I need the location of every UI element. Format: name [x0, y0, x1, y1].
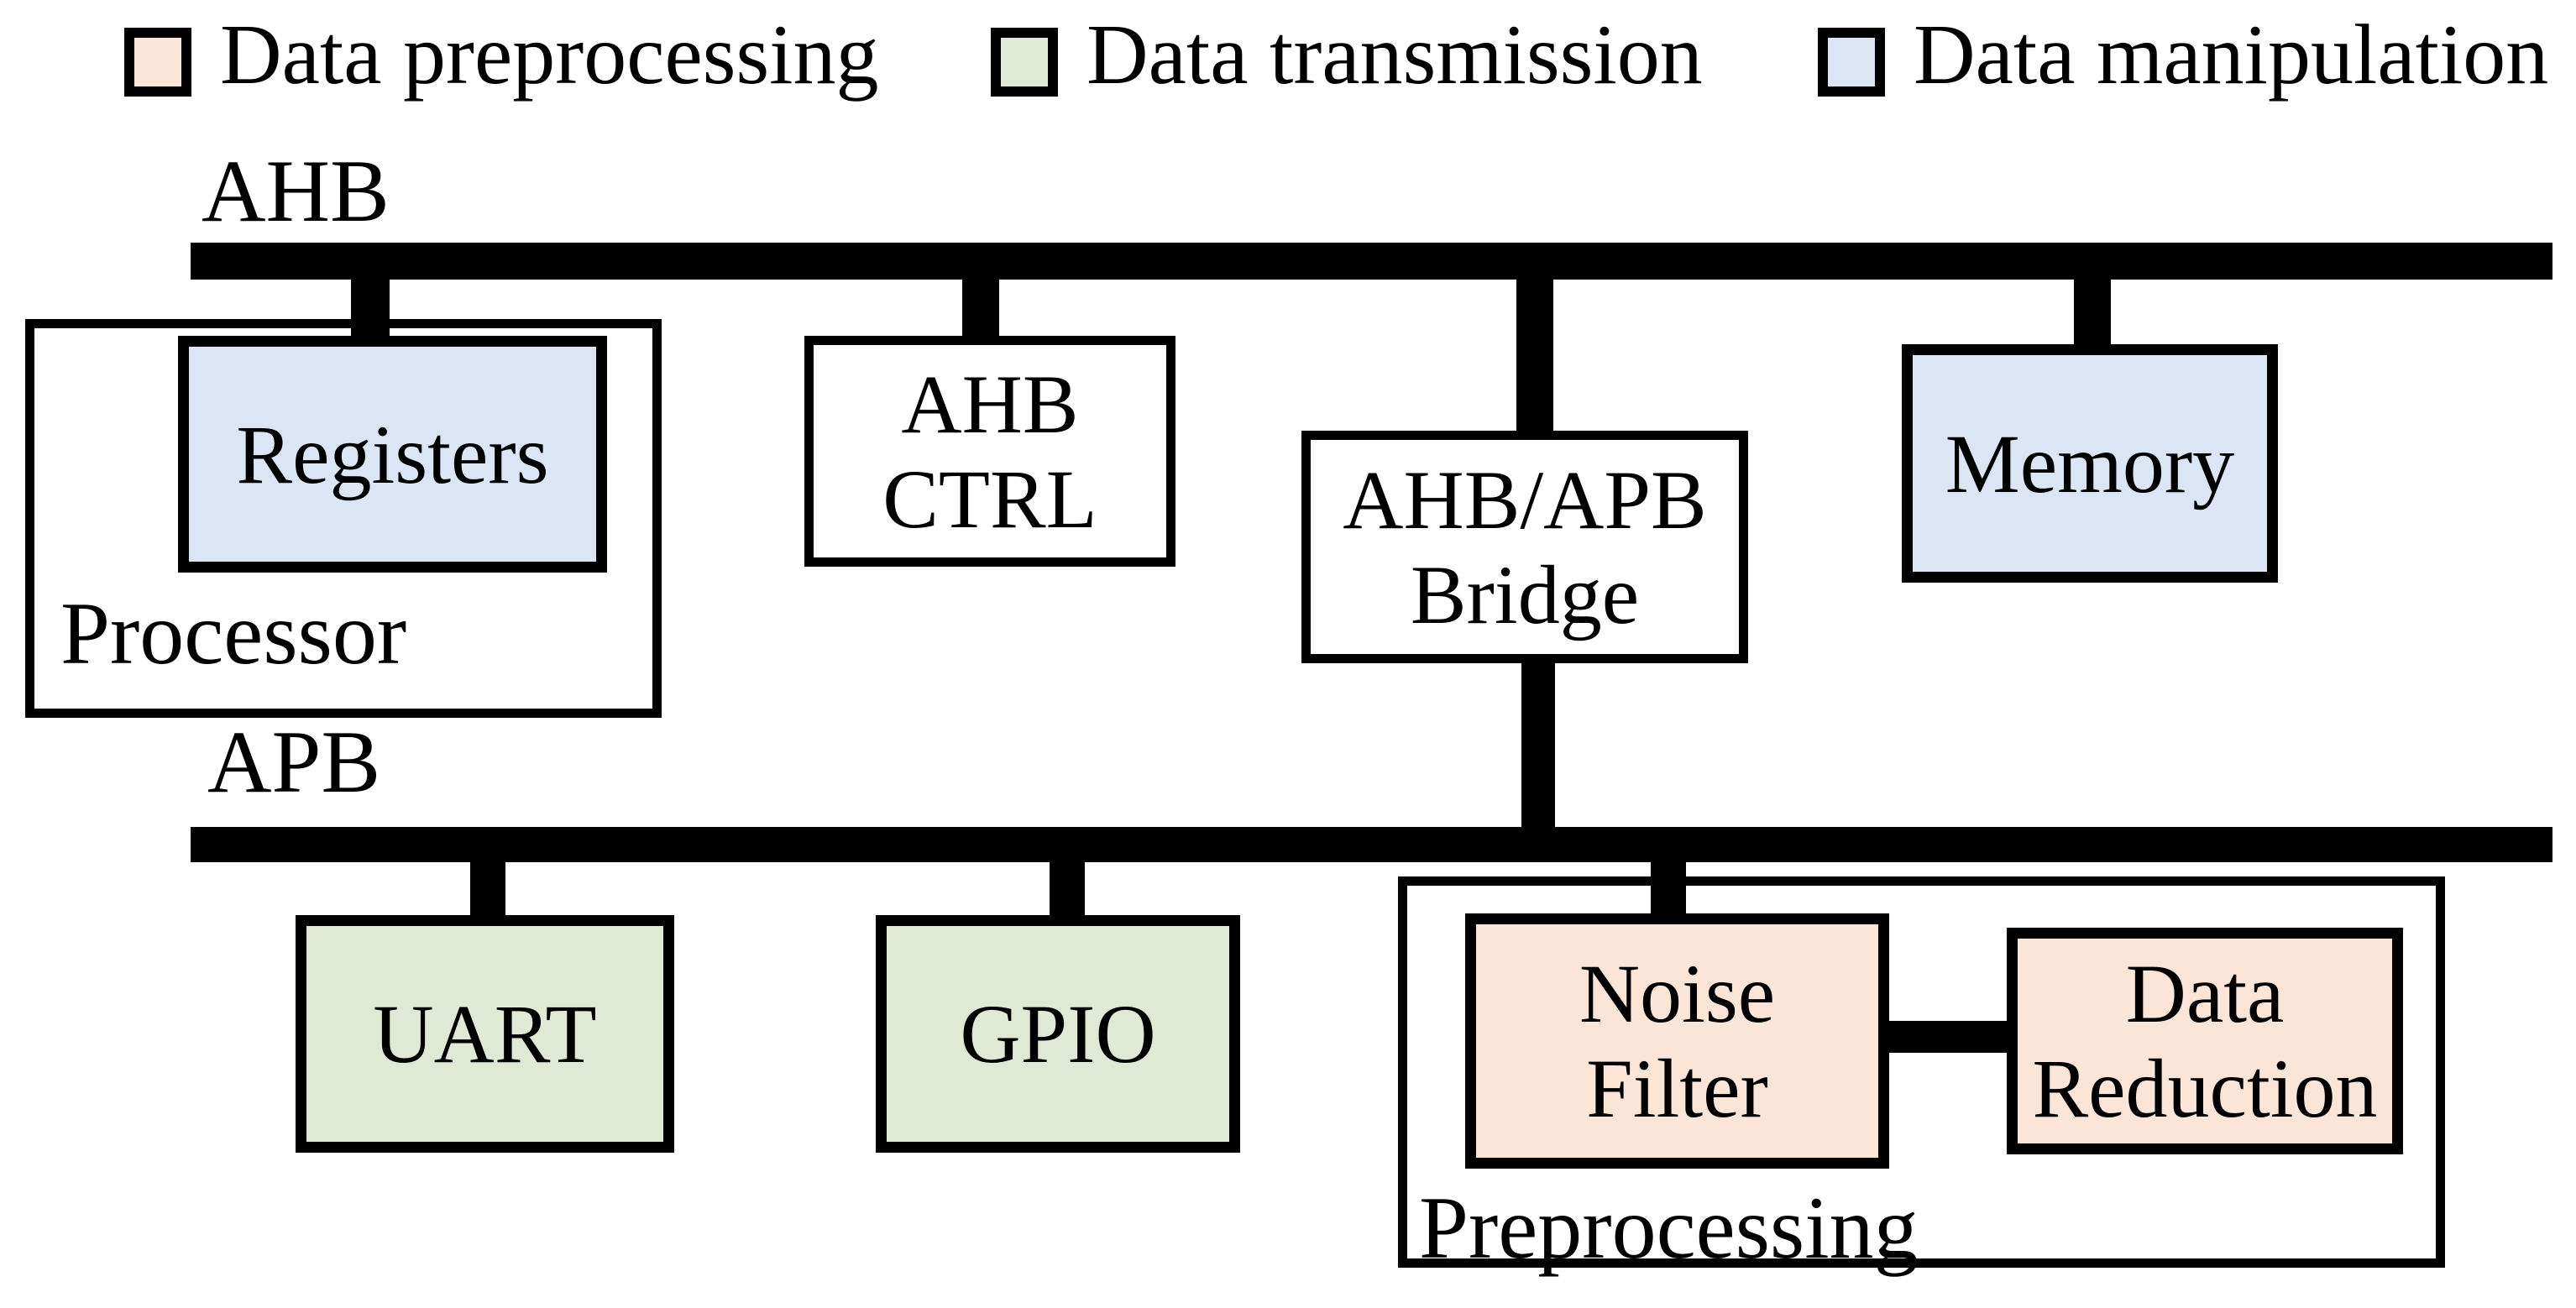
connector-apb-to-gpio — [1050, 859, 1085, 918]
apb-bus — [191, 827, 2552, 862]
noise-filter-label-line2: Filter — [1586, 1042, 1768, 1135]
connector-apb-to-uart — [470, 859, 505, 918]
legend-swatch-data-manipulation — [1818, 28, 1885, 97]
legend-label-data-manipulation: Data manipulation — [1914, 8, 2549, 102]
connector-apb-to-noise-filter — [1651, 859, 1686, 918]
connector-bridge-to-apb — [1521, 660, 1555, 830]
processor-label: Processor — [60, 584, 407, 683]
bridge-label-line1: AHB/APB — [1343, 453, 1707, 547]
data-reduction-label-line1: Data — [2125, 947, 2285, 1040]
data-reduction-label-line2: Reduction — [2032, 1042, 2378, 1135]
gpio-block: GPIO — [876, 915, 1240, 1153]
legend-label-data-transmission: Data transmission — [1086, 8, 1703, 102]
connector-ahb-to-bridge — [1516, 277, 1553, 434]
data-reduction-block: Data Reduction — [2007, 928, 2403, 1154]
registers-label: Registers — [236, 407, 549, 501]
preprocessing-label: Preprocessing — [1419, 1179, 1919, 1277]
ahb-ctrl-label-line2: CTRL — [882, 452, 1097, 546]
ahb-bus-label: AHB — [202, 142, 390, 240]
connector-ahb-to-registers — [351, 277, 390, 339]
noise-filter-label-line1: Noise — [1579, 947, 1776, 1040]
ahb-ctrl-block: AHB CTRL — [804, 336, 1175, 567]
connector-ahb-to-memory — [2074, 277, 2111, 348]
apb-bus-label: APB — [207, 713, 381, 811]
memory-label: Memory — [1945, 416, 2235, 510]
registers-block: Registers — [178, 336, 607, 573]
uart-label: UART — [373, 987, 597, 1080]
legend-swatch-data-preprocessing — [124, 28, 191, 97]
ahb-bus — [191, 243, 2552, 280]
uart-block: UART — [296, 915, 674, 1153]
ahb-ctrl-label-line1: AHB — [901, 357, 1079, 451]
gpio-label: GPIO — [960, 987, 1156, 1080]
connector-ahb-to-ahb-ctrl — [962, 277, 999, 339]
memory-block: Memory — [1902, 344, 2278, 583]
ahb-apb-bridge-block: AHB/APB Bridge — [1301, 431, 1748, 663]
noise-filter-block: Noise Filter — [1465, 913, 1889, 1169]
bridge-label-line2: Bridge — [1410, 547, 1640, 641]
connector-noise-filter-to-data-reduction — [1886, 1021, 2012, 1053]
legend-label-data-preprocessing: Data preprocessing — [220, 8, 879, 102]
legend-swatch-data-transmission — [991, 28, 1058, 97]
